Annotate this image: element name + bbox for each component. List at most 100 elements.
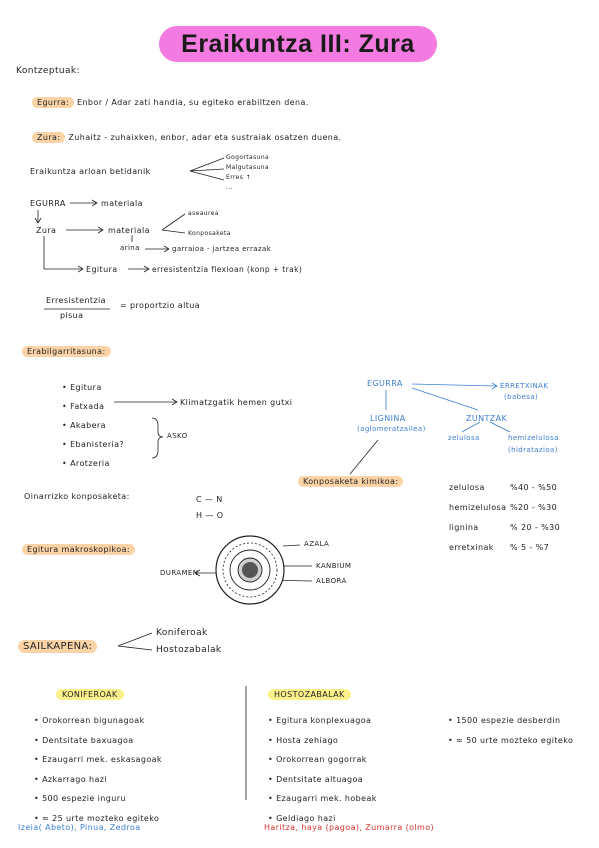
sail-item-koniferoak: Koniferoak [156,628,208,638]
konposaketa-kimikoa-heading: Konposaketa kimikoa: [298,476,404,487]
koniferoak-item: Azkarrago hazi [34,770,162,790]
tree-garraioa: garraioa - jartzea errazak [172,245,272,253]
erabilgarritasuna-heading: Erabilgarritasuna: [22,346,111,357]
hostozabalak-item: Dentsitate altuagoa [268,770,377,790]
hostozabalak-item: Hosta zehiago [268,731,377,751]
diagram-zelulosa: zelulosa [448,434,480,442]
zura-definition: Zura: Zuhaitz - zuhaixken, enbor, adar e… [32,132,342,143]
title-highlight [159,26,437,62]
diagram-line-zelulosa [461,421,481,433]
klima-text: Klimatzgatik hemen gutxi [180,398,293,407]
hostozabalak-label: HOSTOZABALAK [268,689,351,700]
property-arrow [189,157,225,172]
hostozabalak-item: ≈ 50 urte mozteko egiteko [448,731,573,751]
use-item: Akabera [62,416,124,435]
koniferoak-item: 500 espezie inguru [34,789,162,809]
kontzeptuak-heading: Kontzeptuak: [16,66,80,76]
ring-kanbium: KANBIUM [316,562,352,570]
arrowhead [194,569,201,577]
koniferoak-heading: KONIFEROAK [56,689,124,700]
diagram-erretxinak: ERRETXINAK [500,382,549,390]
arrow-azala [282,544,301,547]
property-item: ... [226,184,233,191]
ring-core [242,562,258,578]
property-arrow [189,170,225,181]
erabilgarritasuna-label: Erabilgarritasuna: [22,346,111,357]
arrow-konposaketa [161,229,186,234]
zura-text: Zuhaitz - zuhaixken, enbor, adar eta sus… [68,133,342,142]
use-item: Fatxada [62,397,124,416]
egitura-makro-label: Egitura makroskopikoa: [22,544,135,555]
element-pair: C — N [196,495,223,504]
ring-azala: AZALA [304,540,330,548]
arrowhead [77,265,84,273]
tree-asesorea: aseaurea [188,210,219,217]
ring-bark [222,542,278,598]
arrowhead [163,245,170,253]
zura-label: Zura: [32,132,66,143]
ring-cambium [229,549,271,591]
fraction-denominator: pisua [60,311,84,320]
chem-names: zelulosa hemizelulosa lignina erretxinak [449,478,506,558]
arrow-zura-egitura [43,236,82,270]
use-item: Arotzeria [62,454,124,473]
footer-hostozabalak-examples: Haritza, haya (pagoa), Zumarra (olmo) [264,823,435,832]
use-item: Egitura [62,378,124,397]
hostozabalak-heading: HOSTOZABALAK [268,689,351,700]
arrowhead [143,265,150,273]
chem-value: % 20 - %30 [510,523,561,532]
oinarrizko-label: Oinarrizko konposaketa: [24,492,130,501]
egurra-label: Egurra: [32,97,75,108]
sail-arrow [117,645,153,651]
hostozabalak-list: Egitura konplexuagoa Hosta zehiago Oroko… [268,711,377,828]
ring-duramen: DURAMEN [160,569,199,577]
property-arrow [189,168,225,172]
egurra-text: Enbor / Adar zati handia, su egiteko era… [77,98,309,107]
koniferoak-label: KONIFEROAK [56,689,124,700]
tree-konposaketa: Konposaketa [188,230,231,237]
diagram-babesa: (babesa) [504,393,539,401]
oinarrizko-heading: Oinarrizko konposaketa: [24,492,130,501]
hostozabalak-item: Egitura konplexuagoa [268,711,377,731]
arrowhead [91,199,98,207]
diagram-connector [349,439,379,475]
elements-list: C — N H — O [196,492,223,524]
element-pair: H — O [196,511,224,520]
diagram-line-hemizelulosa [489,421,511,433]
fraction-numerator: Erresistentzia [46,296,106,305]
diagram-zuntzak: ZUNTZAK [466,414,508,423]
tree-egitura: Egitura [86,265,118,274]
diagram-hemizelulosa: hemizelulosa [508,434,559,442]
chem-value: %20 - %30 [510,503,558,512]
sailkapena-heading: SAILKAPENA: [18,640,98,653]
hostozabalak-item: Ezaugarri mek. hobeak [268,789,377,809]
diagram-hidratazioa: (hidratazioa) [508,446,558,454]
chem-name: zelulosa [449,483,485,492]
fraction-result: = proportzio altua [120,301,201,310]
asko-brace [151,417,164,459]
diagram-aglomeratzailea: (aglomeratzailea) [357,425,426,433]
diagram-lignina: LIGNINA [370,414,406,423]
koniferoak-item: Ezaugarri mek. eskasagoak [34,750,162,770]
eraikuntza-text: Eraikuntza arloan betidanik [30,167,151,176]
uses-list: Egitura Fatxada Akabera Ebanisteria? Aro… [62,378,124,473]
use-item: Ebanisteria? [62,435,124,454]
properties-list: Gogortasuna Malgutasuna Erres ↑ ... [226,153,269,193]
tree-cross-section [215,535,285,605]
property-item: Gogortasuna [226,154,270,161]
koniferoak-item: Orokorrean bigunagoak [34,711,162,731]
arrowhead [171,398,178,406]
diagram-line-zuntzak [411,387,479,411]
hostozabalak-item: 1500 espezie desberdin [448,711,573,731]
tree-arina: arina [120,244,140,252]
chem-value: %40 - %50 [510,483,558,492]
tree-materiala-1: materiala [101,199,143,208]
egurra-definition: Egurra: Enbor / Adar zati handia, su egi… [32,97,309,108]
sailkapena-label: SAILKAPENA: [18,640,98,653]
konposaketa-kimikoa-label: Konposaketa kimikoa: [298,476,404,487]
hostozabalak-list-2: 1500 espezie desberdin ≈ 50 urte mozteko… [448,711,573,750]
tree-zura: Zura [36,226,57,235]
chem-name: lignina [449,523,479,532]
hostozabalak-item: Orokorrean gogorrak [268,750,377,770]
page-title: Eraikuntza III: Zura [181,30,415,58]
